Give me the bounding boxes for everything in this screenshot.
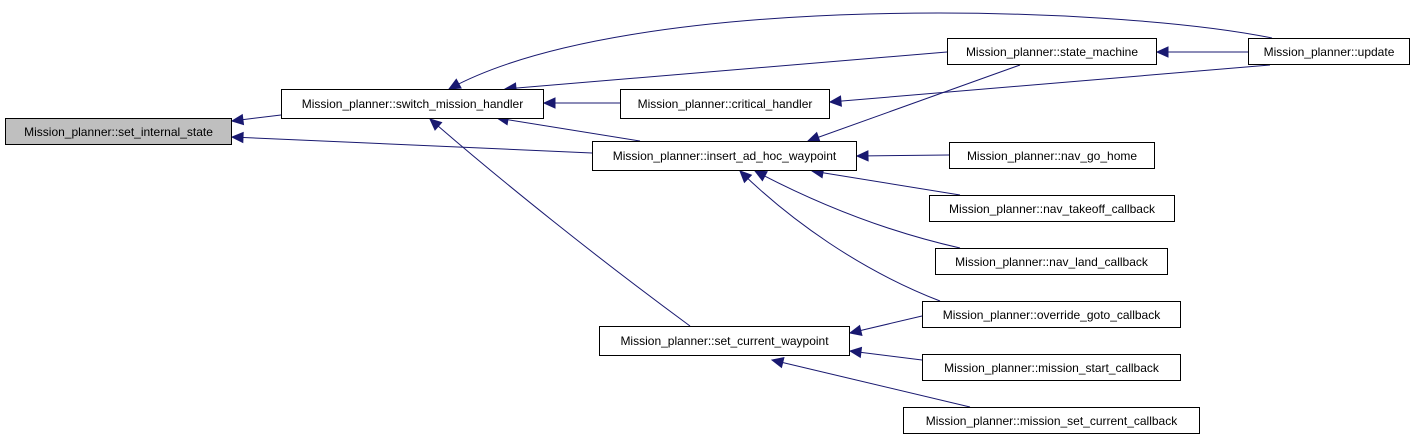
- edge-state-machine-to-insert-ad-hoc-waypoint: [807, 64, 1021, 142]
- edge-nav-go-home-to-insert-ad-hoc-waypoint: [856, 154, 950, 157]
- arrowhead-icon: [230, 131, 244, 144]
- arrowhead-icon: [429, 118, 443, 131]
- arrowhead-icon: [855, 150, 869, 162]
- node-set-current-waypoint[interactable]: Mission_planner::set_current_waypoint: [599, 326, 850, 356]
- edge-nav-land-callback-to-insert-ad-hoc-waypoint: [754, 170, 961, 249]
- arrowhead-icon: [739, 170, 753, 184]
- node-mission-start-callback[interactable]: Mission_planner::mission_start_callback: [922, 354, 1181, 381]
- arrowhead-icon: [1155, 46, 1169, 58]
- node-state-machine[interactable]: Mission_planner::state_machine: [947, 38, 1157, 65]
- node-mission-set-current-callback[interactable]: Mission_planner::mission_set_current_cal…: [903, 407, 1200, 434]
- edge-override-goto-callback-to-insert-ad-hoc-waypoint: [739, 170, 941, 302]
- node-set-internal-state[interactable]: Mission_planner::set_internal_state: [5, 118, 232, 145]
- arrowhead-icon: [542, 97, 556, 109]
- arrowhead-icon: [447, 78, 462, 90]
- arrowhead-icon: [828, 95, 842, 107]
- node-insert-ad-hoc-waypoint[interactable]: Mission_planner::insert_ad_hoc_waypoint: [592, 141, 857, 171]
- node-nav-takeoff-callback[interactable]: Mission_planner::nav_takeoff_callback: [929, 195, 1175, 222]
- node-override-goto-callback[interactable]: Mission_planner::override_goto_callback: [922, 301, 1181, 328]
- arrowhead-icon: [753, 170, 768, 182]
- edge-state-machine-to-switch-mission-handler: [504, 51, 948, 90]
- edge-update-to-critical-handler: [829, 64, 1271, 103]
- edge-override-goto-callback-to-set-current-waypoint: [849, 315, 923, 334]
- node-critical-handler[interactable]: Mission_planner::critical_handler: [620, 89, 830, 119]
- edge-override-goto-callback-to-switch-mission-handler: [429, 118, 691, 327]
- edge-nav-takeoff-callback-to-insert-ad-hoc-waypoint: [811, 170, 961, 196]
- arrowhead-icon: [848, 324, 863, 336]
- arrowhead-icon: [848, 346, 863, 359]
- node-nav-land-callback[interactable]: Mission_planner::nav_land_callback: [935, 248, 1168, 275]
- edge-update-to-switch-mission-handler: [448, 12, 1273, 90]
- node-nav-go-home[interactable]: Mission_planner::nav_go_home: [949, 142, 1155, 169]
- edge-mission-start-callback-to-set-current-waypoint: [849, 350, 923, 361]
- edge-insert-ad-hoc-waypoint-to-switch-mission-handler: [496, 117, 641, 142]
- arrowhead-icon: [230, 113, 245, 126]
- edge-mission-set-current-callback-to-set-current-waypoint: [771, 359, 971, 408]
- node-switch-mission-handler[interactable]: Mission_planner::switch_mission_handler: [281, 89, 544, 119]
- arrowhead-icon: [770, 357, 785, 369]
- node-update[interactable]: Mission_planner::update: [1248, 38, 1410, 65]
- edge-insert-ad-hoc-waypoint-to-set-internal-state: [231, 136, 593, 154]
